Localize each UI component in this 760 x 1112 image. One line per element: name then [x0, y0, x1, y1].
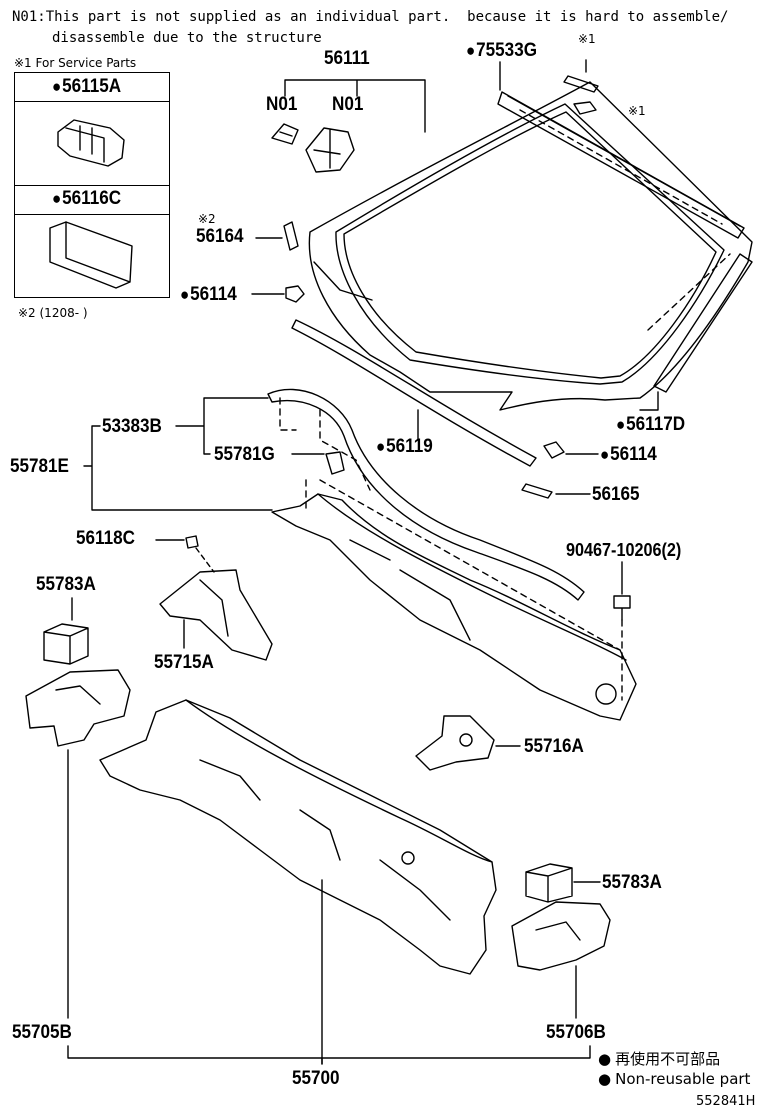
- part-label-56115A: 56115A: [52, 76, 121, 98]
- legend-en-text: Non-reusable part: [615, 1070, 751, 1088]
- leader-53383B: [175, 397, 269, 455]
- dash-panel-55700: [99, 699, 497, 975]
- part-label-55783A-right: 55783A: [602, 872, 662, 893]
- legend-dot-icon: ●: [598, 1050, 612, 1068]
- legend-dot-icon: ●: [598, 1070, 612, 1088]
- part-label-55705B: 55705B: [12, 1022, 72, 1043]
- tape-mark1: [563, 75, 599, 93]
- part-label-56116C: 56116C: [52, 188, 121, 210]
- part-label-55783A-left: 55783A: [36, 574, 96, 595]
- clip-56114-left: [285, 285, 305, 303]
- pad-55783A-left: [43, 623, 89, 665]
- bracket-55705B: [25, 669, 131, 747]
- part-label-56114-right: 56114: [600, 444, 657, 466]
- bolt-90467: [613, 595, 631, 621]
- service-box-title: ※1 For Service Parts: [14, 56, 137, 70]
- spacer-56164: [283, 221, 299, 251]
- note-line-1: N01:This part is not supplied as an indi…: [12, 9, 729, 25]
- bracket-n01-b: [305, 127, 355, 173]
- legend-jp-text: 再使用不可部品: [615, 1050, 721, 1068]
- clip-56115A-drawing: [57, 119, 125, 167]
- clip-mark1: [573, 101, 597, 115]
- part-label-90467: 90467-10206(2): [566, 540, 682, 560]
- footnote-2: ※2 (1208- ): [18, 306, 88, 320]
- pad-55783A-right: [525, 863, 573, 903]
- windshield-glass: [308, 81, 753, 411]
- legend-jp: ●再使用不可部品: [598, 1048, 720, 1069]
- part-label-53383B: 53383B: [102, 416, 162, 437]
- part-label-56117D: 56117D: [616, 414, 685, 436]
- part-label-55715A: 55715A: [154, 652, 214, 673]
- tape-56116C-drawing: [49, 221, 133, 289]
- leader-56111: [284, 79, 426, 133]
- part-label-55700: 55700: [292, 1068, 340, 1089]
- part-label-56111: 56111: [324, 48, 370, 69]
- clip-55781G: [325, 451, 345, 475]
- clip-56118C: [185, 535, 199, 549]
- mark-2: ※2: [198, 212, 216, 226]
- part-label-56118C: 56118C: [76, 528, 135, 549]
- leader-56117D: [639, 391, 659, 411]
- service-box-header-a: [15, 73, 169, 102]
- cowl-panel-55781E: [271, 493, 637, 721]
- leader-bottom: [67, 1045, 591, 1065]
- seal-53383B: [267, 388, 585, 601]
- reference-code: 552841H: [696, 1094, 756, 1109]
- leader-55781E: [83, 425, 273, 511]
- part-label-n01-b: N01: [332, 94, 364, 115]
- part-label-55781E: 55781E: [10, 456, 69, 477]
- part-label-55716A: 55716A: [524, 736, 584, 757]
- service-parts-box: [14, 72, 170, 298]
- part-label-56114-left: 56114: [180, 284, 237, 306]
- service-box-divider: [15, 185, 169, 215]
- clip-56114-right: [543, 441, 565, 459]
- bracket-55706B: [511, 901, 611, 971]
- bracket-55716A: [415, 715, 495, 771]
- part-label-56165: 56165: [592, 484, 640, 505]
- part-label-n01-a: N01: [266, 94, 298, 115]
- legend-en: ●Non-reusable part: [598, 1070, 750, 1088]
- part-label-56164: 56164: [196, 226, 244, 247]
- note-line-2: disassemble due to the structure: [52, 30, 322, 46]
- molding-56119: [291, 319, 537, 467]
- bracket-n01-a: [271, 123, 299, 145]
- mark-1-side: ※1: [628, 104, 646, 118]
- part-label-75533G: 75533G: [466, 40, 537, 62]
- bracket-55715A: [159, 569, 273, 661]
- molding-56117D: [653, 253, 753, 393]
- seal-56165: [521, 483, 553, 499]
- part-label-55781G: 55781G: [214, 444, 275, 465]
- part-label-55706B: 55706B: [546, 1022, 606, 1043]
- mark-1-top: ※1: [578, 32, 596, 46]
- part-label-56119: 56119: [376, 436, 433, 458]
